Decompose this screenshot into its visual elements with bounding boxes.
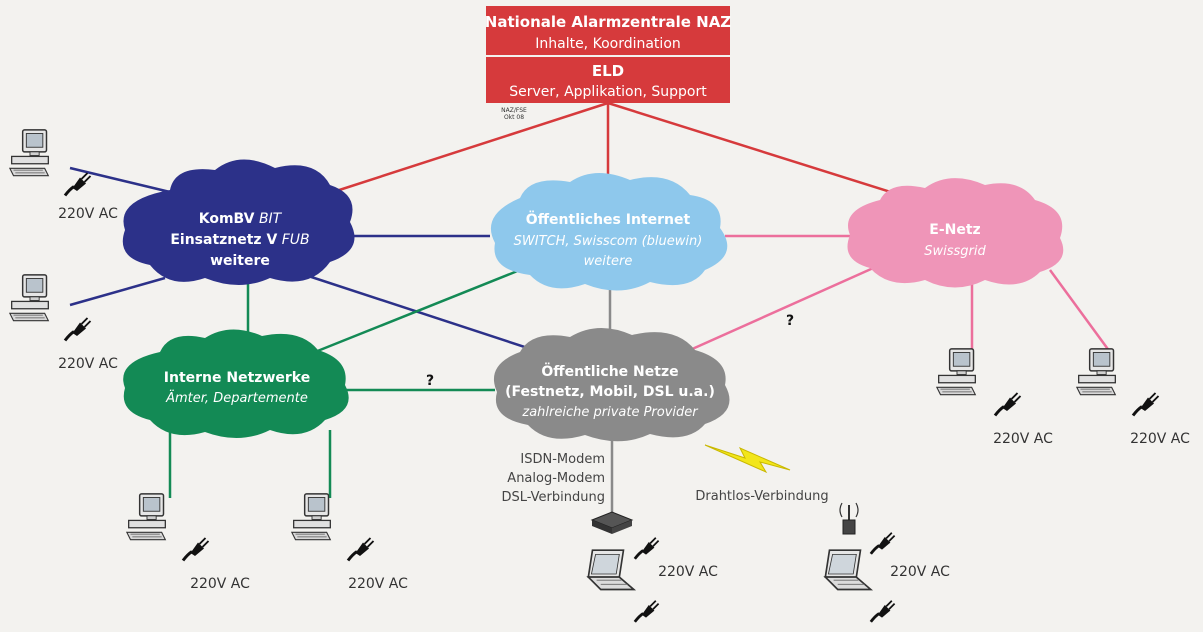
intern-title: Interne Netzwerke: [164, 370, 310, 386]
wireless-label: Drahtlos-Verbindung: [695, 489, 828, 504]
power-label-5: 220V AC: [993, 431, 1053, 447]
stamp-line1: NAZ/FSE: [501, 107, 527, 114]
power-label-6: 220V AC: [1130, 431, 1190, 447]
link-naz-kombv: [329, 101, 609, 195]
lightning-icon: [704, 444, 791, 474]
kombv-line2-italic: FUB: [282, 232, 310, 248]
enetz-title: E-Netz: [929, 222, 980, 238]
intern-line2: Ämter, Departemente: [165, 390, 308, 406]
kombv-line1-bold: KomBV: [199, 211, 255, 227]
power-label-1: 220V AC: [58, 206, 118, 222]
antenna-icon: [839, 502, 859, 535]
stamp-line2: Okt 08: [504, 114, 524, 121]
cloud-oeffentlich: Öffentliche Netze (Festnetz, Mobil, DSL …: [493, 327, 730, 442]
kombv-line2-bold: Einsatznetz V: [170, 232, 277, 248]
eld-title: ELD: [592, 62, 624, 80]
kombv-line1-italic: BIT: [259, 211, 283, 227]
eld-subtitle: Server, Applikation, Support: [509, 84, 707, 100]
link-pc1-kombv: [69, 166, 171, 194]
internet-title: Öffentliches Internet: [526, 210, 691, 228]
enetz-line2: Swissgrid: [924, 244, 986, 259]
oeffentlich-line3: zahlreiche private Provider: [521, 405, 699, 420]
naz-box: Nationale Alarmzentrale NAZ Inhalte, Koo…: [485, 6, 732, 103]
power-label-8: 220V AC: [890, 564, 950, 580]
laptop-icon-1: [587, 536, 660, 624]
computer-icon-1: [9, 129, 92, 197]
dsl-label: DSL-Verbindung: [501, 490, 605, 505]
internet-line3: weitere: [584, 254, 633, 269]
power-label-3: 220V AC: [190, 576, 250, 592]
laptop-icon-2: [824, 531, 896, 624]
svg-text:KomBV BIT: KomBV BIT: [199, 211, 283, 227]
link-internet-intern: [299, 268, 521, 360]
question-mark-enetz-oeffentlich: ?: [786, 313, 794, 329]
cloud-kombv: KomBV BIT Einsatznetz V FUB weitere: [122, 159, 355, 285]
cloud-internet: Öffentliches Internet SWITCH, Swisscom (…: [490, 172, 728, 291]
computer-icon-6: [1076, 348, 1160, 417]
cloud-intern: Interne Netzwerke Ämter, Departemente: [123, 329, 349, 439]
link-enetz-oeffentlich: [689, 263, 881, 352]
oeffentlich-title: Öffentliche Netze: [541, 362, 678, 380]
link-naz-enetz: [607, 101, 901, 197]
computer-icon-3: [126, 493, 210, 562]
internet-line2: SWITCH, Swisscom (bluewin): [514, 234, 703, 249]
kombv-line3: weitere: [210, 253, 270, 269]
naz-title: Nationale Alarmzentrale NAZ: [485, 13, 732, 31]
link-pc2-kombv: [69, 276, 166, 307]
cloud-enetz: E-Netz Swissgrid: [847, 178, 1064, 288]
power-label-2: 220V AC: [58, 356, 118, 372]
computer-icon-5: [936, 348, 1022, 417]
modem-icon: [590, 511, 634, 534]
computer-icon-4: [291, 493, 375, 562]
svg-text:Einsatznetz V FUB: Einsatznetz V FUB: [170, 232, 309, 248]
naz-subtitle: Inhalte, Koordination: [535, 36, 681, 52]
oeffentlich-line2: (Festnetz, Mobil, DSL u.a.): [505, 384, 715, 400]
isdn-label: ISDN-Modem: [520, 452, 605, 467]
analog-label: Analog-Modem: [507, 471, 605, 486]
question-mark-intern-oeffentlich: ?: [426, 373, 434, 389]
power-label-4: 220V AC: [348, 576, 408, 592]
power-label-7: 220V AC: [658, 564, 718, 580]
computer-icon-2: [9, 274, 92, 342]
link-enetz-pc6: [1048, 269, 1112, 353]
